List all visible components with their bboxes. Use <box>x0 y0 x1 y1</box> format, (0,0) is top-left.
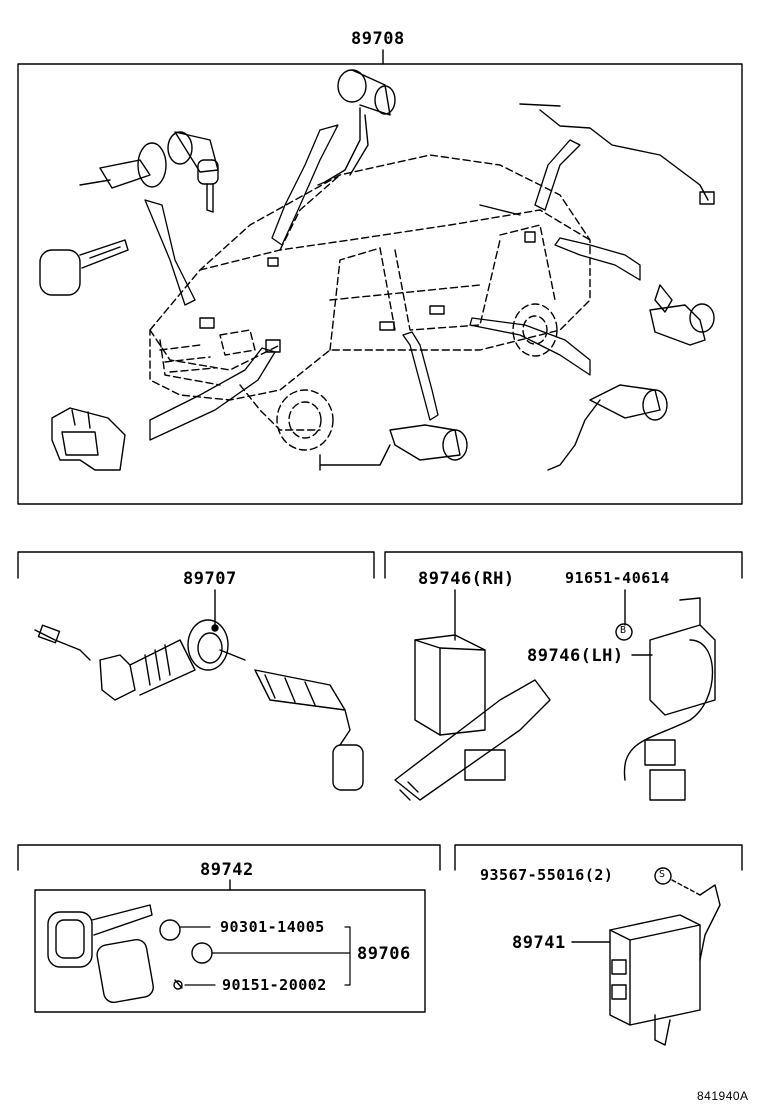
cylinder-assy-frame <box>17 551 375 632</box>
nut-symbol-letter: S <box>659 869 666 880</box>
key-blade <box>39 239 129 296</box>
ignition-cylinder <box>79 131 219 213</box>
nut-symbol <box>654 867 701 896</box>
bolt-symbol-letter: B <box>620 625 627 636</box>
main-assembly-frame <box>17 49 743 505</box>
label-nut: 93567-55016(2) <box>480 866 614 884</box>
label-ecu-rh: 89746(RH) <box>418 569 515 589</box>
back-door-cylinder <box>317 69 396 186</box>
front-door-cylinder-lh <box>319 424 468 471</box>
ecu-rh <box>394 634 551 801</box>
receiver-frame <box>454 844 743 943</box>
lock-cable <box>519 103 715 205</box>
door-lock-cylinder <box>34 619 364 791</box>
label-ecu-lh: 89746(LH) <box>527 646 624 666</box>
ecu-lh <box>623 597 716 801</box>
pointer-arrows <box>144 124 641 441</box>
van-body <box>149 154 591 451</box>
label-cylinder-assy: 89707 <box>183 569 237 589</box>
receiver-unit <box>609 884 721 1046</box>
bolt-symbol <box>615 623 633 641</box>
front-door-cylinder-rh <box>547 384 668 471</box>
label-key-set: 89742 <box>200 860 254 880</box>
leader-lines <box>179 926 351 986</box>
illustration-id: 841940A <box>697 1089 749 1103</box>
slide-door-cylinder-rh <box>649 284 715 346</box>
latch-assembly <box>51 407 126 471</box>
key-set-frame <box>17 844 441 1013</box>
label-screw: 90151-20002 <box>222 976 327 994</box>
label-battery: 90301-14005 <box>220 918 325 936</box>
transmitter-key <box>47 904 213 1004</box>
label-main-assembly: 89708 <box>351 29 405 49</box>
ecu-frame <box>384 551 743 656</box>
van-lock-points <box>199 204 536 353</box>
label-bolt: 91651-40614 <box>565 569 670 587</box>
label-receiver: 89741 <box>512 933 566 953</box>
label-transmitter: 89706 <box>357 944 411 964</box>
